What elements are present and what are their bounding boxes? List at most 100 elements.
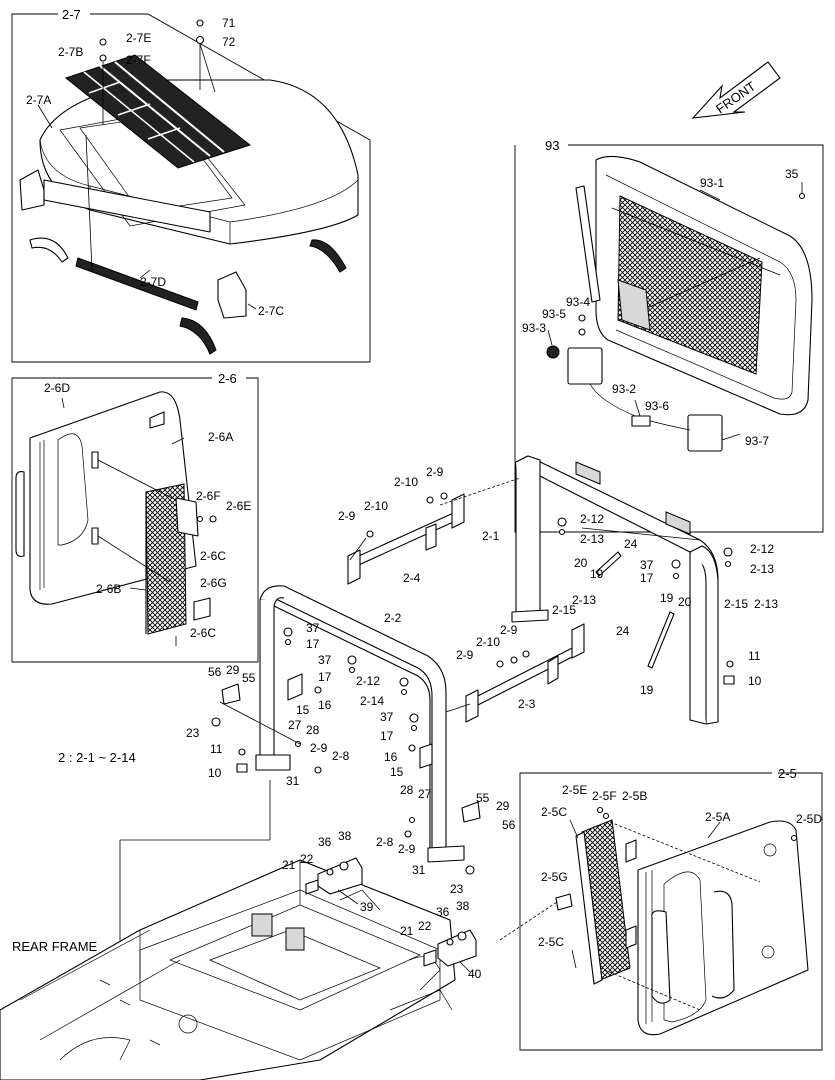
roof-filter-2-7B [64, 54, 252, 169]
group-93-label: 93 [545, 138, 559, 153]
callout-2-7F: 2-7F [126, 53, 151, 67]
group-2-5-box: 2-5 [519, 766, 823, 1051]
callout-40: 40 [468, 967, 482, 981]
rear-frame-drawing [0, 859, 456, 1080]
callout-2-7C: 2-7C [258, 304, 284, 318]
callout-93-4: 93-4 [566, 295, 590, 309]
callout-2-10-b: 2-10 [364, 499, 388, 513]
callout-27-b: 27 [418, 787, 432, 801]
front-direction-arrow: FRONT [691, 61, 781, 119]
roof-cover-assembly [19, 19, 359, 355]
group-2-7-box: 2-7 [11, 7, 371, 363]
callout-22-a: 22 [300, 852, 314, 866]
callout-20-b: 20 [678, 595, 692, 609]
callout-2-2: 2-2 [384, 611, 402, 625]
callout-2-10-a: 2-10 [394, 475, 418, 489]
callout-56-a: 56 [208, 665, 222, 679]
callout-10-b: 10 [208, 766, 222, 780]
callout-20-a: 20 [574, 556, 588, 570]
callout-93-7: 93-7 [745, 434, 769, 448]
callout-93-2: 93-2 [612, 382, 636, 396]
callout-2-3: 2-3 [518, 697, 536, 711]
callout-15-a: 15 [296, 703, 310, 717]
callout-31-b: 31 [412, 863, 426, 877]
callout-31-a: 31 [286, 774, 300, 788]
callout-2-9-f: 2-9 [398, 842, 416, 856]
callout-21-a: 21 [282, 858, 296, 872]
callout-11-a: 11 [748, 649, 761, 663]
callout-2-6F: 2-6F [196, 489, 221, 503]
callout-2-5C-upper: 2-5C [541, 805, 567, 819]
callout-2-13-a: 2-13 [580, 532, 604, 546]
callout-93-3: 93-3 [522, 321, 546, 335]
callout-2-5F: 2-5F [592, 789, 617, 803]
callout-29-b: 29 [496, 799, 510, 813]
door-2-5-assembly [555, 806, 809, 1036]
callout-28-b: 28 [400, 783, 414, 797]
callout-24-a: 24 [624, 537, 638, 551]
callout-37-c: 37 [318, 653, 332, 667]
callout-16-b: 16 [384, 750, 398, 764]
callout-38-b: 38 [456, 899, 470, 913]
callout-72: 72 [222, 35, 236, 49]
callout-2-13-c: 2-13 [754, 597, 778, 611]
callout-2-5A: 2-5A [705, 810, 730, 824]
callout-28-a: 28 [306, 723, 320, 737]
callout-2-5C-lower: 2-5C [538, 935, 564, 949]
callout-2-6G: 2-6G [200, 576, 227, 590]
callout-2-5G: 2-5G [541, 870, 568, 884]
callout-2-15-b: 2-15 [552, 603, 576, 617]
callout-27-a: 27 [288, 718, 302, 732]
callout-2-6C-upper: 2-6C [200, 549, 226, 563]
callout-2-15-a: 2-15 [724, 597, 748, 611]
callout-23-a: 23 [186, 726, 200, 740]
callout-55-a: 55 [242, 671, 256, 685]
group-93-box: 93 [514, 138, 824, 533]
callout-2-9-c: 2-9 [500, 623, 518, 637]
callout-55-b: 55 [476, 791, 490, 805]
callout-16-a: 16 [318, 698, 332, 712]
callout-17-c: 17 [318, 670, 332, 684]
callout-2-12-a: 2-12 [580, 512, 604, 526]
callout-17-a: 17 [640, 571, 654, 585]
group-2-6-label: 2-6 [218, 371, 237, 386]
callout-2-9-e: 2-9 [310, 741, 328, 755]
callout-2-13-b: 2-13 [750, 562, 774, 576]
callout-2-6C-lower: 2-6C [190, 626, 216, 640]
callout-71: 71 [222, 16, 236, 30]
callout-2-6A: 2-6A [208, 430, 233, 444]
callout-2-4: 2-4 [403, 571, 421, 585]
callout-37-a: 37 [640, 558, 654, 572]
side-panel-mesh [617, 195, 763, 375]
side-panel-93-assembly [546, 155, 813, 452]
callout-37-d: 37 [380, 710, 394, 724]
callout-10-a: 10 [748, 674, 762, 688]
callout-56-b: 56 [502, 818, 516, 832]
callout-2-7B: 2-7B [58, 45, 83, 59]
callout-2-9-d: 2-9 [456, 648, 474, 662]
callout-2-13-d: 2-13 [572, 593, 596, 607]
callout-11-b: 11 [210, 742, 223, 756]
bracket-40 [423, 929, 477, 973]
callout-39: 39 [360, 900, 374, 914]
callout-2-1: 2-1 [482, 529, 500, 543]
door-grill-2-6B [145, 483, 187, 635]
callout-17-b: 17 [306, 637, 320, 651]
callout-36-a: 36 [318, 835, 332, 849]
seal-strip-2-7D [75, 257, 199, 311]
range-note: 2 : 2-1 ~ 2-14 [58, 750, 136, 765]
callout-2-6D: 2-6D [44, 381, 70, 395]
callout-19-b: 19 [660, 591, 674, 605]
callout-2-6B: 2-6B [96, 582, 121, 596]
callout-24-b: 24 [616, 624, 630, 638]
callout-2-8-b: 2-8 [376, 835, 394, 849]
callout-23-b: 23 [450, 882, 464, 896]
callout-93-5: 93-5 [542, 307, 566, 321]
callout-19-a: 19 [590, 567, 604, 581]
callout-36-b: 36 [436, 905, 450, 919]
callout-35: 35 [785, 167, 799, 181]
callout-2-10-c: 2-10 [476, 635, 500, 649]
callout-2-7D: 2-7D [140, 275, 166, 289]
callout-22-b: 22 [418, 919, 432, 933]
